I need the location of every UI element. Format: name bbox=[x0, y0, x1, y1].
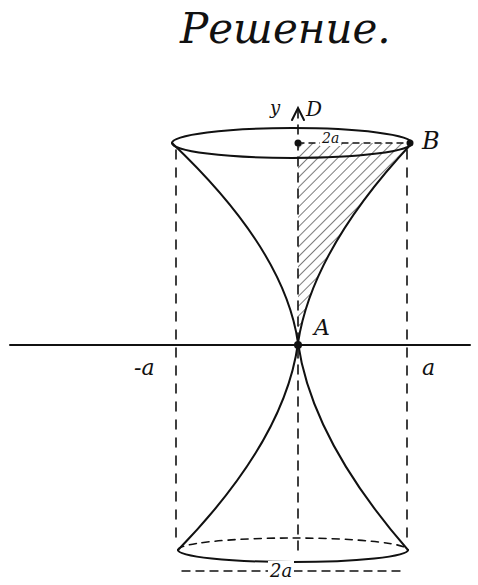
generatrix bbox=[298, 343, 408, 550]
point-name: D bbox=[304, 98, 324, 120]
hatched-region bbox=[298, 143, 410, 343]
point-name: A bbox=[312, 316, 332, 340]
bottom-base-back bbox=[178, 538, 408, 550]
dimension-label: 2a bbox=[320, 131, 341, 146]
point-dot bbox=[407, 140, 414, 147]
top-base bbox=[172, 128, 412, 158]
axis-name: y bbox=[268, 98, 282, 118]
generatrix bbox=[178, 343, 298, 550]
heading: Решение. bbox=[178, 6, 393, 52]
radius-line bbox=[298, 142, 410, 143]
generatrix bbox=[172, 143, 298, 343]
guide-line bbox=[175, 150, 177, 545]
x-axis bbox=[10, 344, 470, 346]
point-name: B bbox=[420, 128, 442, 154]
axis-arrow bbox=[292, 108, 304, 120]
axis-tick: a bbox=[420, 356, 437, 380]
generatrix bbox=[298, 143, 412, 343]
guide-line bbox=[406, 150, 408, 545]
dimension-label: 2a bbox=[268, 561, 294, 581]
y-axis bbox=[297, 110, 299, 550]
point-dot bbox=[295, 140, 302, 147]
axis-tick: -a bbox=[132, 356, 157, 380]
point-dot bbox=[294, 341, 302, 349]
